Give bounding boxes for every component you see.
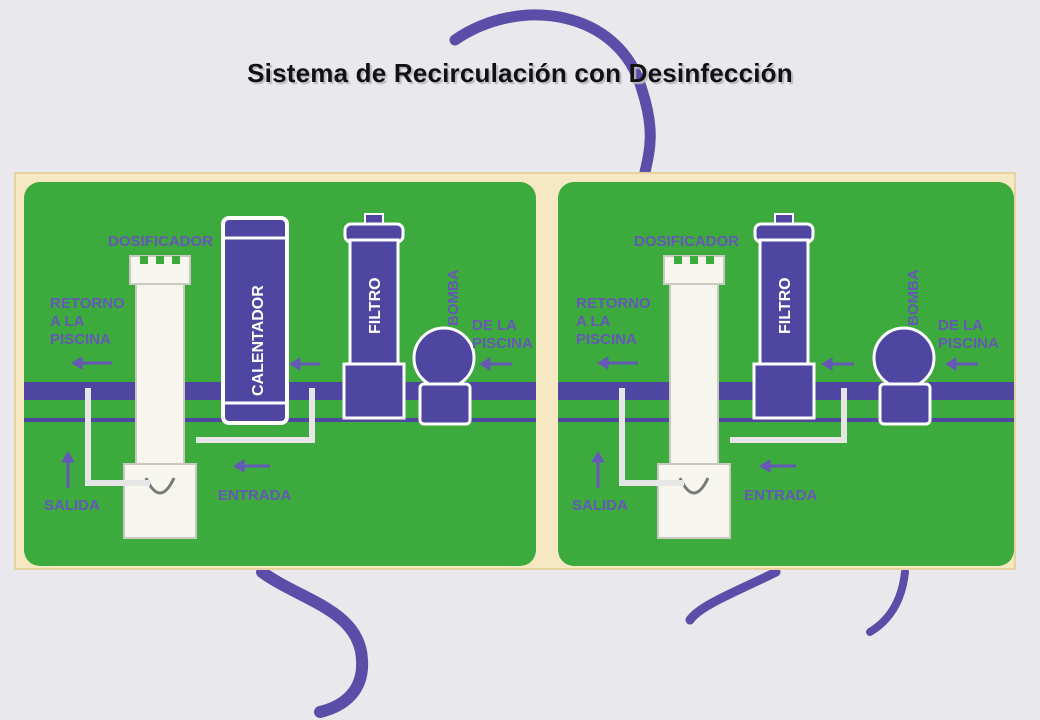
dosifier-crown-notch: [674, 256, 682, 264]
flow-arrow-left-icon: [71, 356, 112, 370]
pump-base: [418, 382, 472, 426]
panel-without-heater: FILTRO BOMBA DOSIFICADOR RETORNO A LA PI…: [558, 182, 1014, 566]
flow-arrow-up-icon: [591, 451, 605, 488]
pump-label: BOMBA: [445, 269, 462, 326]
pump-body: [872, 326, 936, 390]
inlet-label: ENTRADA: [218, 487, 291, 504]
flow-arrow-left-icon: [597, 356, 638, 370]
return-label-line1: RETORNO: [576, 295, 651, 312]
dosifier-label: DOSIFICADOR: [108, 233, 213, 250]
dosifier-label: DOSIFICADOR: [634, 233, 739, 250]
outlet-label: SALIDA: [572, 497, 628, 514]
return-label-line1: RETORNO: [50, 295, 125, 312]
dosifier-base: [123, 463, 197, 539]
flow-arrow-left-icon: [945, 357, 978, 371]
inlet-tube: [730, 388, 847, 443]
page-title: Sistema de Recirculación con Desinfecció…: [247, 58, 793, 88]
panel-with-heater: CALENTADOR FILTRO BOMBA DOSIFICADOR RETO…: [24, 182, 536, 566]
flow-arrow-left-icon: [289, 357, 320, 371]
outlet-tube: [85, 388, 150, 486]
from-pool-label-line2: PISCINA: [472, 335, 533, 352]
return-label-line3: PISCINA: [576, 331, 637, 348]
heater-label: CALENTADOR: [250, 285, 267, 396]
dosifier-crown-notch: [706, 256, 714, 264]
filter-base: [752, 362, 816, 420]
swirl-bottom-right: [685, 567, 781, 625]
dosifier-column: [135, 283, 185, 465]
dosifier-base: [657, 463, 731, 539]
swirl-bottom-far-right: [866, 568, 909, 636]
swirl-top: [449, 9, 656, 178]
return-label-line2: A LA: [576, 313, 611, 330]
pump-base: [878, 382, 932, 426]
filter-label: FILTRO: [777, 277, 794, 334]
pump-label: BOMBA: [905, 269, 922, 326]
dosifier-crown-notch: [156, 256, 164, 264]
inlet-tube: [196, 388, 315, 443]
dosifier-crown-notch: [690, 256, 698, 264]
dosifier-crown-notch: [172, 256, 180, 264]
outlet-label: SALIDA: [44, 497, 100, 514]
swirl-bottom-left: [256, 566, 369, 718]
flow-arrow-left-icon: [479, 357, 512, 371]
pump-body: [412, 326, 476, 390]
dosifier-column: [669, 283, 719, 465]
flow-arrow-left-icon: [759, 459, 796, 473]
outlet-tube: [619, 388, 684, 486]
flow-arrow-left-icon: [233, 459, 270, 473]
flow-arrow-up-icon: [61, 451, 75, 488]
return-label-line3: PISCINA: [50, 331, 111, 348]
flow-arrow-left-icon: [821, 357, 854, 371]
filter-base: [342, 362, 406, 420]
from-pool-label-line1: DE LA: [472, 317, 517, 334]
from-pool-label-line1: DE LA: [938, 317, 983, 334]
inlet-label: ENTRADA: [744, 487, 817, 504]
from-pool-label-line2: PISCINA: [938, 335, 999, 352]
return-label-line2: A LA: [50, 313, 85, 330]
dosifier-crown-notch: [140, 256, 148, 264]
diagram-frame: CALENTADOR FILTRO BOMBA DOSIFICADOR RETO…: [14, 172, 1016, 570]
filter-label: FILTRO: [367, 277, 384, 334]
filter-body: [758, 238, 810, 366]
lower-pipe-line: [558, 418, 1014, 422]
heater-body: [221, 216, 289, 425]
